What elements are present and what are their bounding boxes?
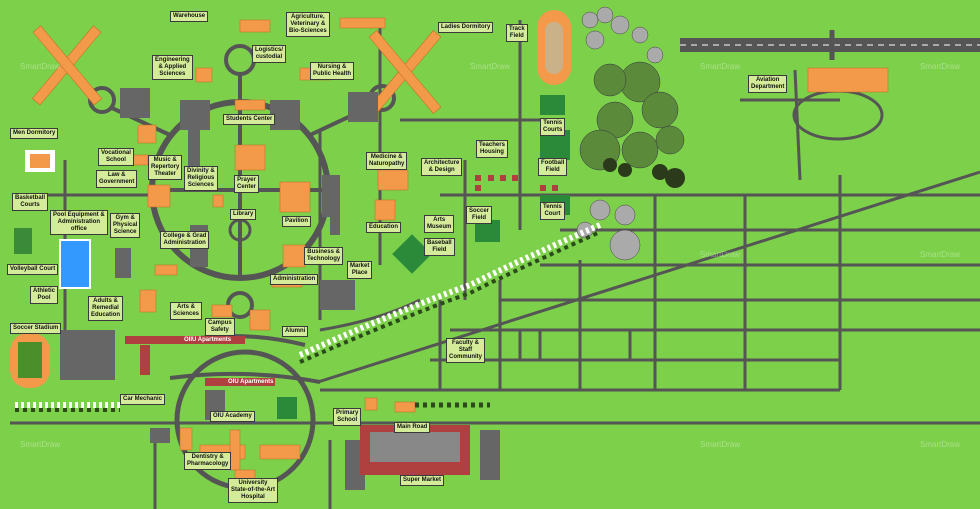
label-architecture: Architecture & Design [421,158,463,176]
label-tennis-court: Tennis Court [540,202,565,220]
label-law-government: Law & Government [96,170,138,188]
label-faculty-staff: Faculty & Staff Community [446,338,485,363]
label-tennis-courts: Tennis Courts [540,118,566,136]
label-ladies-dormitory: Ladies Dormitory [438,22,494,33]
label-agriculture: Agriculture, Veterinary & Bio-Sciences [286,12,330,37]
label-vocational-school: Vocational School [98,148,134,166]
watermark: SmartDraw [700,440,741,449]
athletic-pool-water [59,239,91,289]
label-nursing: Nursing & Public Health [310,62,355,80]
label-volleyball-court: Volleyball Court [7,264,59,275]
label-warehouse: Warehouse [170,11,209,22]
label-oiu-academy: OIU Academy [210,411,255,422]
label-music-theater: Music & Repertory Theater [148,155,183,180]
watermark: SmartDraw [700,250,741,259]
label-baseball-field: Baseball Field [424,238,455,256]
label-aviation: Aviation Department [748,75,788,93]
label-students-center: Students Center [223,114,276,125]
label-dentistry: Dentistry & Pharmacology [184,452,232,470]
label-education: Education [366,222,402,233]
watermark: SmartDraw [920,440,961,449]
label-arts-sciences: Arts & Sciences [170,302,203,320]
watermark: SmartDraw [920,62,961,71]
label-pool-equipment: Pool Equipment & Administration office [50,210,108,235]
label-arts-museum: Arts Museum [424,215,455,233]
label-soccer-stadium: Soccer Stadium [10,323,62,334]
label-track-field: Track Field [506,24,528,42]
label-car-mechanic: Car Mechanic [120,394,166,405]
label-football-field: Football Field [538,158,568,176]
label-oiu-apartments-2: OIU Apartments [228,379,274,385]
label-alumni: Alumni [282,326,309,337]
label-engineering: Engineering & Applied Sciences [152,55,193,80]
label-pavilion: Pavilion [282,216,312,227]
watermark: SmartDraw [920,250,961,259]
label-basketball-courts: Basketball Courts [12,193,49,211]
label-primary-school: Primary School [333,408,362,426]
watermark: SmartDraw [470,62,511,71]
label-teachers-housing: Teachers Housing [476,140,508,158]
label-medicine: Medicine & Naturopathy [366,152,408,170]
label-college-grad-admin: College & Grad Administration [160,231,210,249]
label-business: Business & Technology [304,247,344,265]
label-administration: Administration [270,274,319,285]
label-gym: Gym & Physical Science [110,213,141,238]
label-super-market: Super Market [400,475,445,486]
label-main-road: Main Road [394,422,431,433]
label-oiu-apartments-1: OIIU Apartments [184,337,232,343]
label-library: Library [230,209,257,220]
watermark: SmartDraw [20,62,61,71]
label-prayer-center: Prayer Center [234,175,260,193]
label-hospital: University State-of-the-Art Hospital [228,478,278,503]
label-campus-safety: Campus Safety [205,318,235,336]
label-adults-remedial: Adults & Remedial Education [88,296,124,321]
label-athletic-pool: Athletic Pool [30,286,59,304]
label-divinity: Divinity & Religious Sciences [184,166,218,191]
label-men-dormitory: Men Dormitory [10,128,59,139]
label-market-place: Market Place [347,261,373,279]
label-soccer-field: Soccer Field [466,206,493,224]
watermark: SmartDraw [20,440,61,449]
watermark: SmartDraw [700,62,741,71]
label-logistics: Logistics/ custodial [252,45,287,63]
